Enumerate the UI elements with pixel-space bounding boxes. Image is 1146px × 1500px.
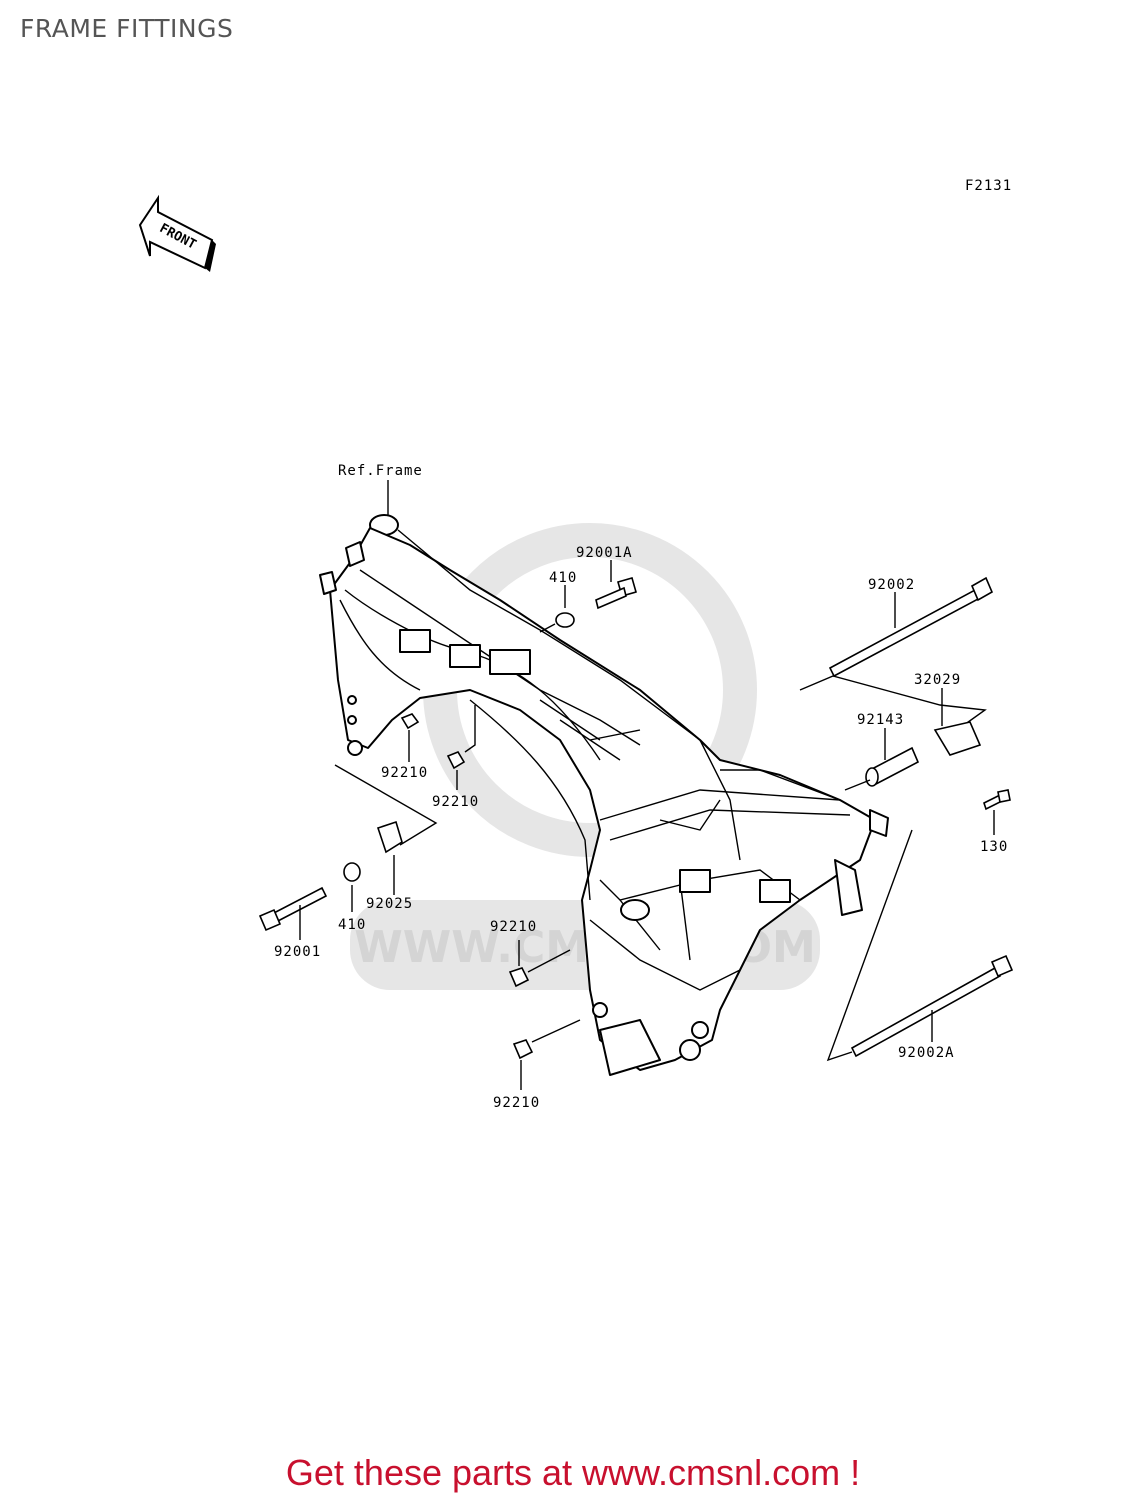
collar-92143-icon [865,746,920,787]
part-92210-d-label[interactable]: 92210 [493,1095,540,1111]
part-130-label[interactable]: 130 [980,839,1008,855]
nut-92210-d-icon [512,1039,534,1060]
bolt-92001-icon [258,886,328,932]
clamp-92025-icon [376,820,403,854]
nut-92210-b-icon [446,751,466,770]
part-92001-label[interactable]: 92001 [274,944,321,960]
part-92210-a-label[interactable]: 92210 [381,765,428,781]
part-410-bottom-label[interactable]: 410 [338,917,366,933]
page-title: FRAME FITTINGS [20,14,234,43]
bolt-92001A-icon [595,577,637,610]
part-410-top-label[interactable]: 410 [549,570,577,586]
part-92002-label[interactable]: 92002 [868,577,915,593]
part-92210-c-label[interactable]: 92210 [490,919,537,935]
part-92002A-label[interactable]: 92002A [898,1045,955,1061]
nut-92210-a-icon [400,713,420,730]
bolt-130-icon [983,789,1011,811]
front-arrow-icon: FRONT [138,194,216,272]
washer-410-icon [555,612,575,628]
figure-code: F2131 [965,178,1012,194]
part-92210-b-label[interactable]: 92210 [432,794,479,810]
part-92143-label[interactable]: 92143 [857,712,904,728]
footer-cta-link[interactable]: Get these parts at www.cmsnl.com ! [285,1452,861,1493]
ref-frame-label: Ref.Frame [338,463,423,479]
motorcycle-frame [319,514,889,1076]
washer-410-bottom-icon [343,862,361,882]
nut-92210-c-icon [508,967,530,988]
part-92025-label[interactable]: 92025 [366,896,413,912]
long-bolt-92002-icon [828,576,994,678]
long-bolt-92002A-icon [850,954,1014,1058]
part-92001A-label[interactable]: 92001A [576,545,633,561]
plate-32029-icon [933,721,982,756]
part-32029-label[interactable]: 32029 [914,672,961,688]
